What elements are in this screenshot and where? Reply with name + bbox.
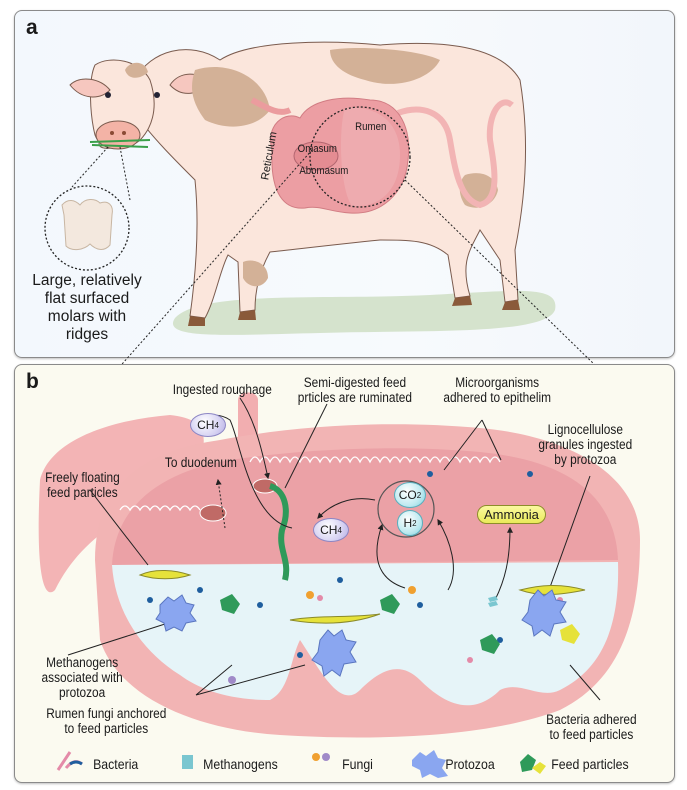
semi-digested-line: Semi-digested feed <box>303 375 407 390</box>
feed-particle <box>138 570 192 580</box>
h2-subscript: 2 <box>412 518 417 528</box>
fungus <box>408 586 416 594</box>
bacterium <box>417 602 423 608</box>
co2-subscript: 2 <box>416 490 422 500</box>
papillae <box>119 456 501 512</box>
omasum-label: Omasum <box>297 143 337 155</box>
bacterium <box>467 657 473 663</box>
bacterium <box>197 587 203 593</box>
bacterium <box>317 595 323 601</box>
legend-icons <box>56 750 546 778</box>
bacteria-adhered-label: Bacteria adhered to feed particles <box>546 712 636 742</box>
protozoa <box>311 629 357 677</box>
freely-floating-line: feed particles <box>47 485 118 500</box>
methanogens-assoc-label: Methanogens associated with protozoa <box>42 655 123 700</box>
freely-floating-label: Freely floating feed particles <box>45 470 120 500</box>
panel-a-label: a <box>26 16 38 39</box>
feed-particle <box>560 624 580 644</box>
feed-particle <box>289 613 381 624</box>
microorganisms-label: Microorganisms adhered to epithelim <box>443 375 551 405</box>
methanogens-assoc-line: protozoa <box>59 685 106 700</box>
legend-feed-particles: Feed particles <box>551 756 629 772</box>
freely-floating-line: Freely floating <box>45 470 120 485</box>
h2-text: H <box>403 516 413 530</box>
feed-strand <box>268 483 290 581</box>
lignocellulose-line: granules ingested <box>538 437 633 452</box>
protozoa <box>521 589 567 637</box>
bacterium <box>257 602 263 608</box>
fungus <box>306 591 314 599</box>
bacterium <box>297 652 303 658</box>
ch4-text: CH <box>320 523 338 537</box>
legend-methanogens: Methanogens <box>203 756 278 772</box>
microorganisms-line: Microorganisms <box>455 375 540 390</box>
methanogens-assoc-line: Methanogens <box>46 655 119 670</box>
microorganisms-line: adhered to epithelim <box>443 390 552 405</box>
abomasum-label: Abomasum <box>299 165 349 177</box>
feed-particle <box>480 634 500 654</box>
bacterium <box>147 597 153 603</box>
bacteria-adhered-line: to feed particles <box>549 727 634 742</box>
semi-digested-line: prticles are ruminated <box>297 390 413 405</box>
feed-particle <box>220 594 240 614</box>
rumen-zoom-circle <box>309 106 411 208</box>
molar-caption-line: ridges <box>65 326 109 343</box>
rumen-fungi-line: to feed particles <box>64 721 149 736</box>
legend-protozoa: Protozoa <box>445 756 495 772</box>
lignocellulose-line: by protozoa <box>554 452 617 467</box>
methanogen <box>488 596 498 607</box>
fungi-icon <box>312 753 320 761</box>
to-duodenum-label: To duodenum <box>164 455 237 470</box>
methanogens-icon <box>182 755 193 769</box>
molar-caption-line: molars with <box>47 308 127 325</box>
lignocellulose-label: Lignocellulose granules ingested by prot… <box>538 422 632 467</box>
rumen-label: Rumen <box>355 121 387 133</box>
microbes <box>138 471 586 684</box>
molar-caption-line: flat surfaced <box>44 290 130 307</box>
feed-particles-icon <box>520 754 536 772</box>
bacteria-adhered-line: Bacteria adhered <box>546 712 637 727</box>
rumen-gas-area <box>112 448 618 565</box>
panel-b-label: b <box>26 370 39 393</box>
lignocellulose-line: Lignocellulose <box>547 422 623 437</box>
esophagus <box>238 392 258 440</box>
molar-zoom-circle <box>44 185 130 271</box>
rumen-fungi-line: Rumen fungi anchored <box>46 706 167 721</box>
protozoa <box>155 594 197 632</box>
fungus <box>228 676 236 684</box>
molar-icon <box>61 199 113 251</box>
semi-digested-label: Semi-digested feed prticles are ruminate… <box>298 375 412 405</box>
molar-caption-line: Large, relatively <box>32 272 142 289</box>
methanogens-assoc-line: associated with <box>41 670 123 685</box>
legend-bacteria: Bacteria <box>93 756 139 772</box>
feed-particle <box>380 594 400 614</box>
co2-text: CO <box>398 488 417 502</box>
bacterium <box>527 471 533 477</box>
ch4-subscript: 4 <box>214 420 219 430</box>
legend-fungi: Fungi <box>342 756 373 772</box>
ammonia-badge: Ammonia <box>477 505 546 524</box>
protozoa-icon <box>412 750 448 778</box>
ch4-subscript: 4 <box>337 525 342 535</box>
ch4-text: CH <box>197 418 215 432</box>
rumen-fungi-label: Rumen fungi anchored to feed particles <box>46 706 166 736</box>
bacterium <box>337 577 343 583</box>
stomach-illustration <box>250 97 410 214</box>
molar-caption: Large, relatively flat surfaced molars w… <box>22 272 152 344</box>
bacterium <box>427 471 433 477</box>
bacterium <box>497 637 503 643</box>
ingested-roughage-label: Ingested roughage <box>172 382 272 397</box>
